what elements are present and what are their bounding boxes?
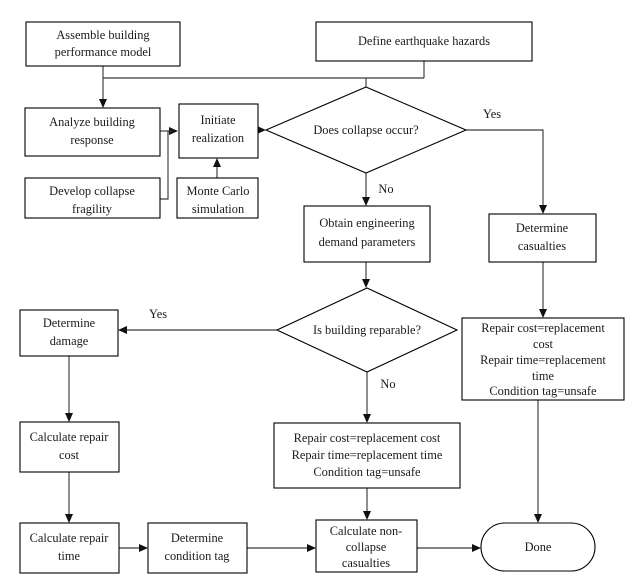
edges-layer: [65, 61, 547, 552]
node-define-hazards-line-0: Define earthquake hazards: [358, 34, 490, 48]
node-irreparable-replacement-line-2: Condition tag=unsafe: [313, 465, 421, 479]
edge-casualties-to-replacement: [539, 262, 547, 318]
node-determine-casualties-line-0: Determine: [516, 221, 569, 235]
node-collapse-replacement-line-3: time: [532, 369, 555, 383]
node-define-hazards[interactable]: Define earthquake hazards: [315, 21, 533, 62]
nodes-layer: Assemble building performance model Defi…: [19, 21, 625, 574]
edge-replacement-to-noncollapse: [363, 488, 371, 520]
edge-collapse-replacement-to-done: [534, 400, 542, 523]
edge-label-reparable-yes: Yes: [149, 307, 167, 321]
node-monte-carlo-line-1: simulation: [192, 202, 244, 216]
node-determine-condition-tag-line-0: Determine: [171, 531, 224, 545]
node-obtain-edp-line-0: Obtain engineering: [319, 216, 414, 230]
edge-assemble-to-analyze: [99, 66, 107, 108]
node-calc-noncollapse-casualties-line-0: Calculate non-: [330, 524, 403, 538]
node-irreparable-replacement-line-0: Repair cost=replacement cost: [294, 431, 441, 445]
node-collapse-replacement-line-2: Repair time=replacement: [480, 353, 606, 367]
node-collapse-replacement-line-1: cost: [533, 337, 554, 351]
edge-label-collapse-yes: Yes: [483, 107, 501, 121]
edge-montecarlo-to-initiate: [213, 158, 221, 178]
node-initiate-realization-line-1: realization: [192, 131, 244, 145]
edge-edp-to-reparable: [362, 262, 370, 288]
node-assemble-model-line-0: Assemble building: [56, 28, 149, 42]
edge-time-to-tag: [119, 544, 148, 552]
node-does-collapse-occur-line-0: Does collapse occur?: [313, 123, 418, 137]
edge-label-reparable-no: No: [380, 377, 395, 391]
edge-cost-to-time: [65, 472, 73, 523]
node-done-line-0: Done: [525, 540, 552, 554]
node-determine-damage-line-1: damage: [50, 334, 89, 348]
edge-tag-to-noncollapse: [247, 544, 316, 552]
node-initiate-realization[interactable]: Initiate realization: [178, 103, 259, 159]
node-obtain-edp[interactable]: Obtain engineering demand parameters: [303, 205, 431, 263]
node-determine-condition-tag-line-1: condition tag: [164, 549, 229, 563]
node-collapse-replacement[interactable]: Repair cost=replacement cost Repair time…: [461, 317, 625, 401]
node-develop-fragility-line-1: fragility: [72, 202, 113, 216]
node-determine-casualties[interactable]: Determine casualties: [488, 213, 597, 263]
node-collapse-replacement-line-0: Repair cost=replacement: [481, 321, 605, 335]
node-calc-repair-time[interactable]: Calculate repair time: [19, 522, 120, 574]
edge-fragility-to-initiate: [160, 130, 172, 200]
node-determine-damage-line-0: Determine: [43, 316, 96, 330]
edge-reparable-yes-to-damage: [118, 326, 277, 334]
node-develop-fragility-line-0: Develop collapse: [49, 184, 135, 198]
node-analyze-response[interactable]: Analyze building response: [24, 107, 161, 157]
node-irreparable-replacement-line-1: Repair time=replacement time: [292, 448, 443, 462]
node-calc-repair-cost-line-1: cost: [59, 448, 80, 462]
node-develop-fragility[interactable]: Develop collapse fragility: [24, 177, 161, 219]
node-analyze-response-line-0: Analyze building: [49, 115, 135, 129]
node-monte-carlo[interactable]: Monte Carlo simulation: [176, 177, 259, 219]
node-determine-condition-tag[interactable]: Determine condition tag: [147, 522, 248, 574]
node-determine-casualties-line-1: casualties: [518, 239, 566, 253]
edge-collapse-no-to-edp: [362, 173, 370, 206]
node-calc-repair-cost[interactable]: Calculate repair cost: [19, 421, 120, 473]
node-calc-repair-time-line-1: time: [58, 549, 81, 563]
node-calc-repair-time-line-0: Calculate repair: [30, 531, 110, 545]
edge-damage-to-cost: [65, 356, 73, 422]
node-determine-damage[interactable]: Determine damage: [19, 309, 119, 357]
node-calc-noncollapse-casualties-line-1: collapse: [346, 540, 387, 554]
node-calc-noncollapse-casualties-line-2: casualties: [342, 556, 390, 570]
node-does-collapse-occur[interactable]: Does collapse occur?: [264, 86, 468, 174]
edge-label-collapse-no: No: [378, 182, 393, 196]
node-analyze-response-line-1: response: [70, 133, 114, 147]
edge-labels-layer: Yes No Yes No: [149, 107, 501, 391]
node-assemble-model[interactable]: Assemble building performance model: [25, 21, 181, 67]
node-calc-noncollapse-casualties[interactable]: Calculate non- collapse casualties: [315, 519, 418, 573]
node-is-building-reparable-line-0: Is building reparable?: [313, 323, 421, 337]
node-done[interactable]: Done: [480, 522, 596, 572]
node-collapse-replacement-line-4: Condition tag=unsafe: [489, 384, 597, 398]
edge-collapse-yes-to-casualties: [466, 129, 547, 214]
node-calc-repair-cost-line-0: Calculate repair: [30, 430, 110, 444]
node-monte-carlo-line-0: Monte Carlo: [187, 184, 250, 198]
node-is-building-reparable[interactable]: Is building reparable?: [275, 287, 459, 373]
node-irreparable-replacement[interactable]: Repair cost=replacement cost Repair time…: [273, 422, 461, 489]
node-initiate-realization-line-0: Initiate: [200, 113, 236, 127]
node-obtain-edp-line-1: demand parameters: [319, 235, 416, 249]
node-assemble-model-line-1: performance model: [55, 45, 152, 59]
edge-noncollapse-to-done: [417, 544, 481, 552]
edge-reparable-no-to-replacement: [363, 372, 371, 423]
